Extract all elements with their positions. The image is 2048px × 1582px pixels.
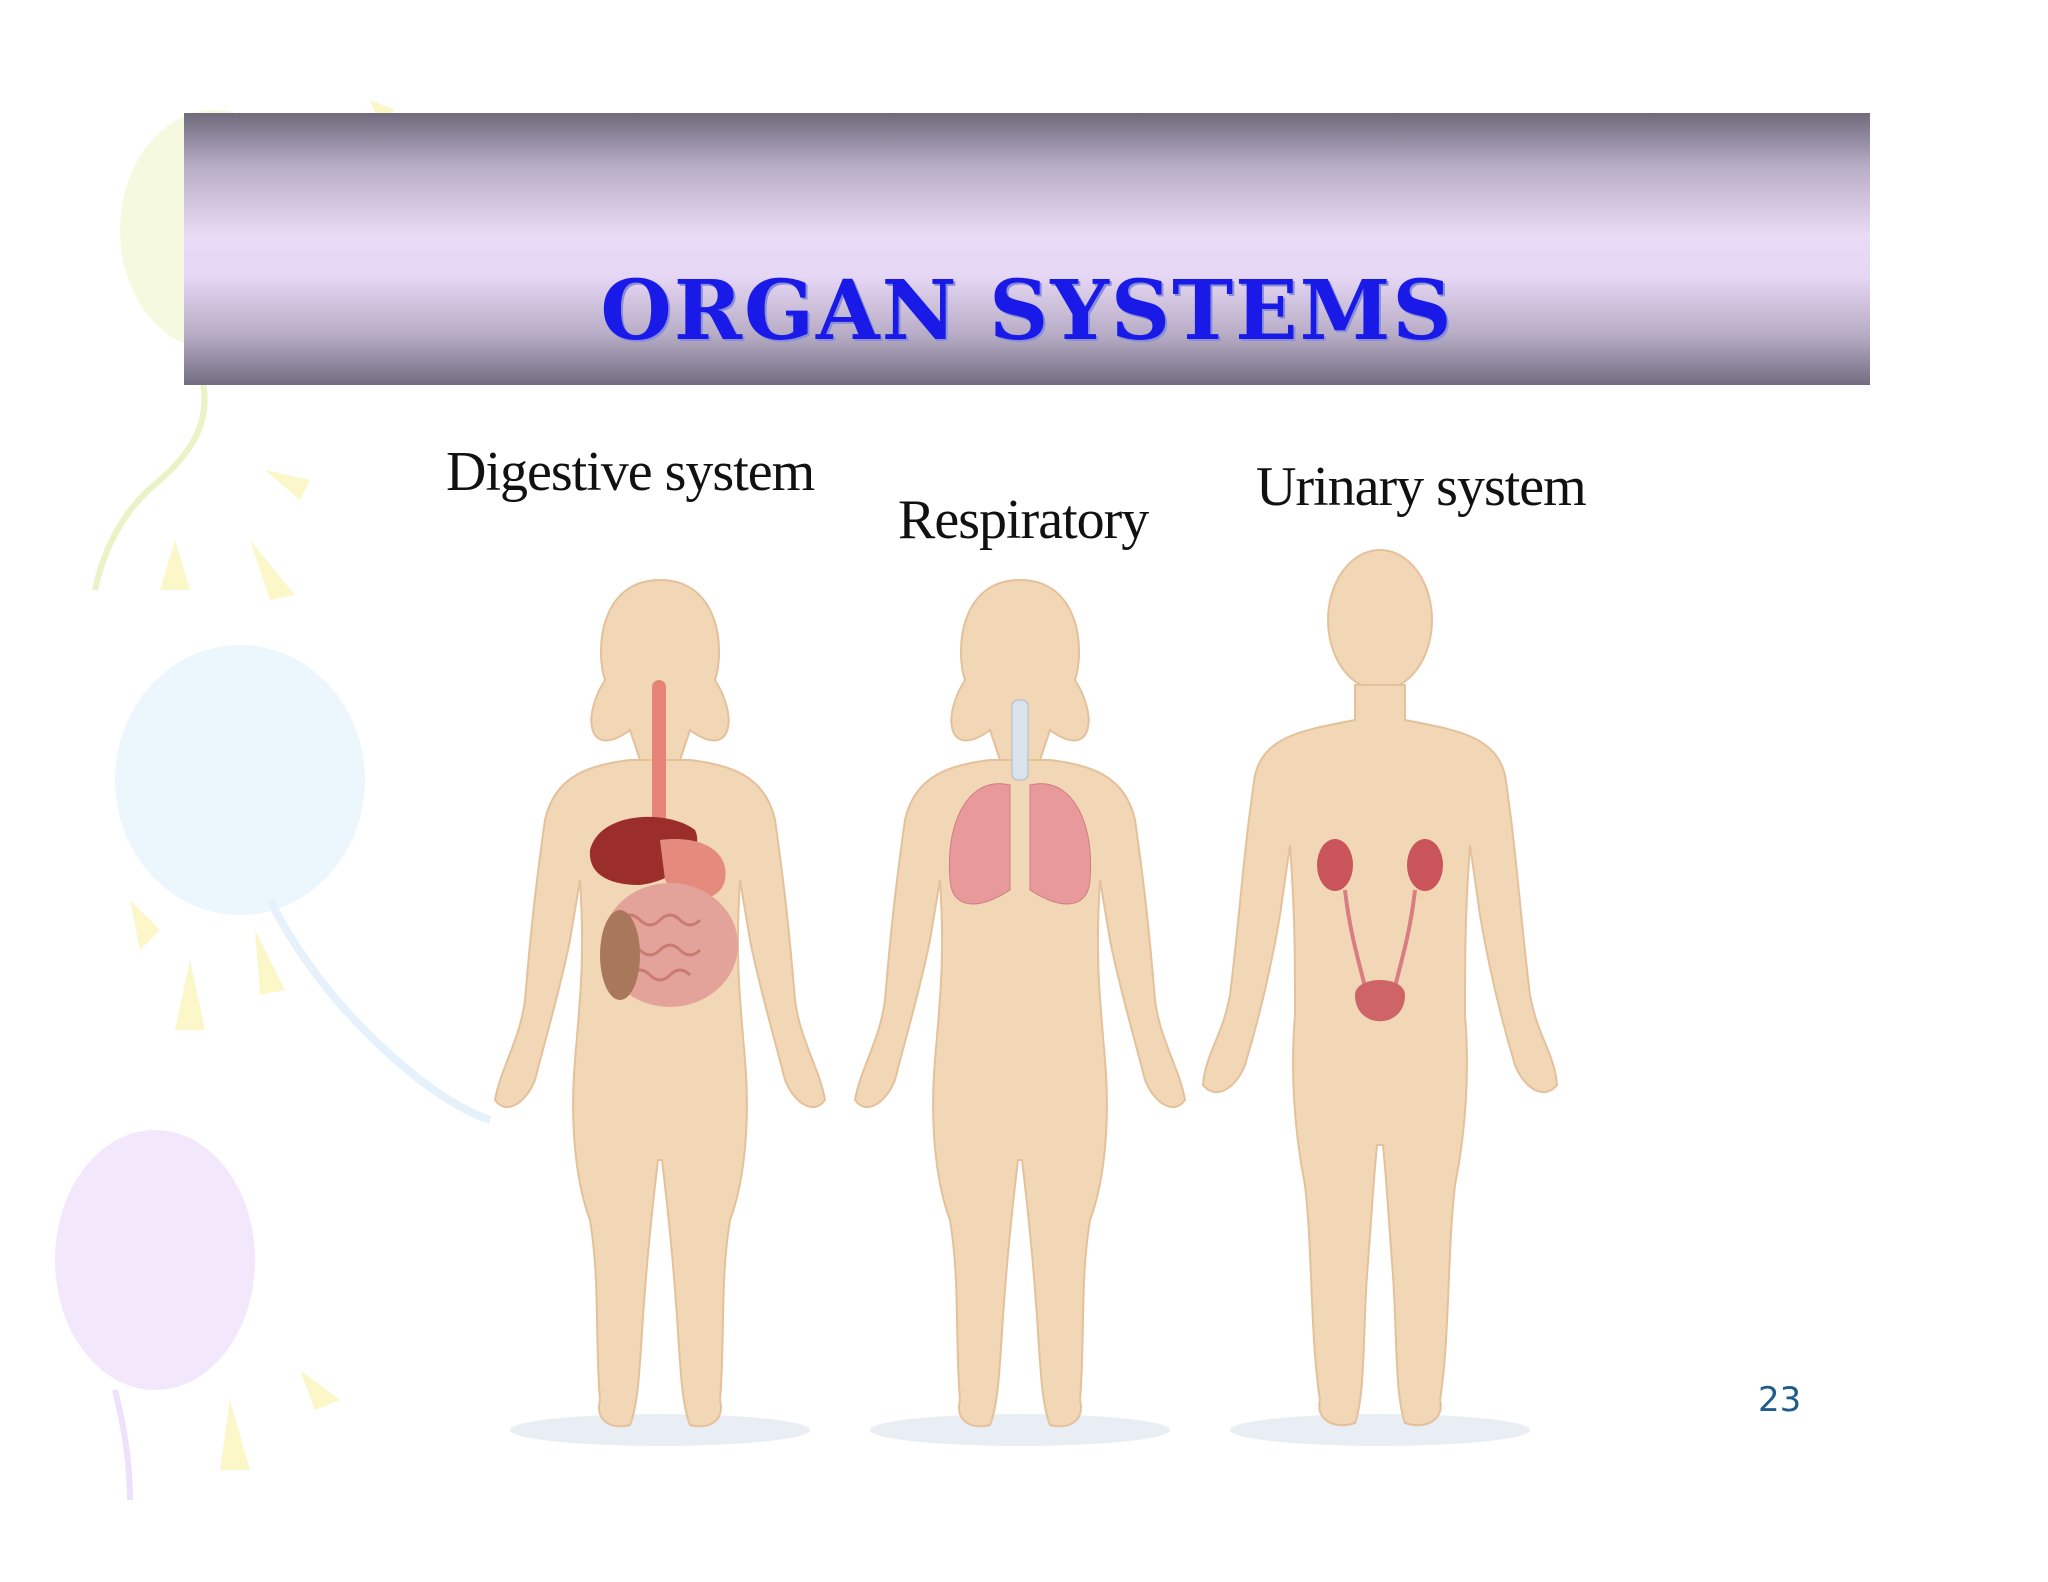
right-lung-icon <box>1029 783 1092 905</box>
label-urinary-system: Urinary system <box>1256 456 1587 518</box>
left-lung-icon <box>948 783 1011 905</box>
female-figure-respiratory <box>853 578 1187 1446</box>
label-digestive-system: Digestive system <box>446 441 815 503</box>
bladder-icon <box>1355 980 1405 1022</box>
female-figure-digestive <box>493 578 827 1446</box>
label-respiratory: Respiratory <box>898 489 1149 551</box>
male-figure-urinary <box>1201 549 1559 1446</box>
slide-title: ORGAN SYSTEMS <box>600 263 1454 359</box>
title-bar: ORGAN SYSTEMS <box>184 113 1870 385</box>
left-kidney-icon <box>1317 839 1353 891</box>
right-kidney-icon <box>1407 839 1443 891</box>
trachea-icon <box>1011 699 1029 781</box>
intestines-icon <box>600 883 738 1007</box>
page-number: 23 <box>1758 1380 1802 1420</box>
